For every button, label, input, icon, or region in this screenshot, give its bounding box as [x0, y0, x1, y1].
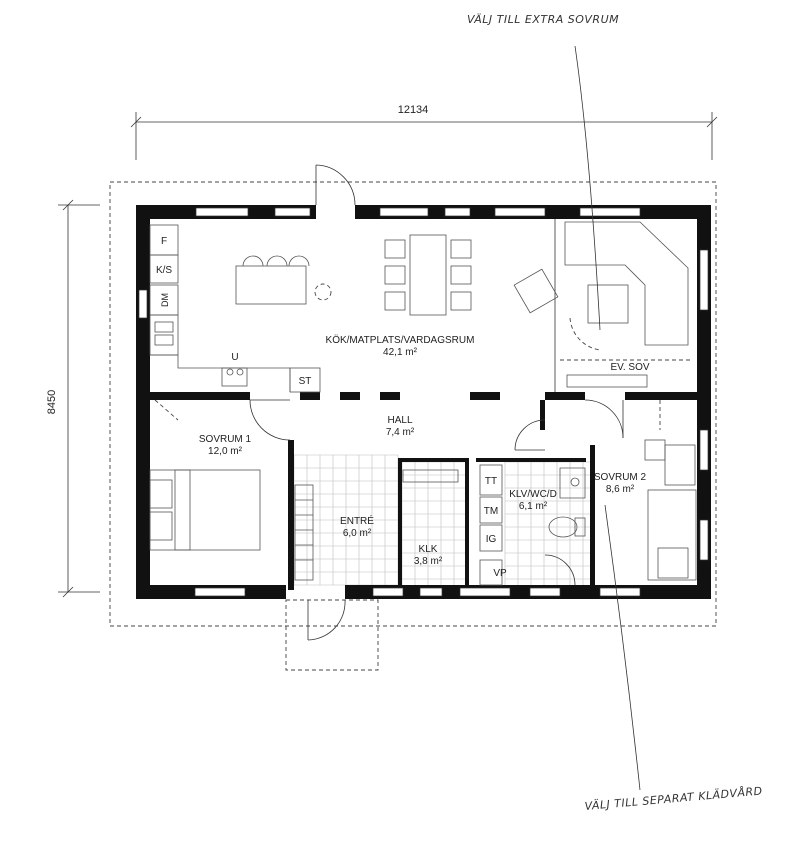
height-label: 8450 — [46, 390, 58, 414]
entrance-floor-grid — [293, 454, 590, 586]
room-bedroom1-area: 12,0 m² — [208, 446, 243, 457]
dimension-width: 12134 — [130, 104, 718, 160]
room-kitchen-living-name: KÖK/MATPLATS/VARDAGSRUM — [326, 334, 475, 346]
room-bedroom2-name: SOVRUM 2 — [594, 472, 647, 483]
room-laundry-bath-name: KLV/WC/D — [509, 489, 557, 500]
bedroom2-furniture — [644, 439, 697, 581]
annotation-separate-closet: VÄLJ TILL SEPARAT KLÄDVÅRD — [584, 784, 763, 813]
kitchen — [149, 224, 332, 393]
fixture-ig: IG — [486, 534, 497, 545]
fixture-dishwasher: DM — [160, 293, 170, 307]
fixture-storage: ST — [299, 376, 312, 387]
dining-table — [384, 234, 472, 316]
bed — [149, 469, 261, 551]
room-kitchen-living-area: 42,1 m² — [383, 347, 418, 358]
annotation-lines — [574, 45, 641, 791]
room-hall-name: HALL — [387, 415, 412, 426]
room-optional-bedroom-name: EV. SOV — [610, 362, 649, 373]
fixture-washer: TM — [484, 506, 498, 517]
room-bedroom1-name: SOVRUM 1 — [199, 434, 252, 445]
entrance-shelf — [294, 469, 459, 581]
sofa — [513, 221, 690, 388]
room-bedroom2-area: 8,6 m² — [606, 484, 635, 495]
room-hall-area: 7,4 m² — [386, 427, 415, 438]
width-label: 12134 — [398, 104, 429, 116]
dimension-height: 8450 — [46, 199, 100, 598]
bathroom-fixtures — [479, 464, 586, 586]
fixture-fridge: F — [161, 236, 167, 247]
room-laundry-bath-area: 6,1 m² — [519, 501, 548, 512]
fixture-stove: U — [231, 352, 238, 363]
outer-boundary — [109, 181, 717, 627]
interior-walls — [150, 392, 697, 590]
fixture-dryer: TT — [485, 476, 497, 487]
room-entrance-name: ENTRÉ — [340, 514, 374, 527]
room-closet-name: KLK — [419, 544, 438, 555]
windows — [138, 207, 709, 597]
fixture-fridge-freezer: K/S — [156, 265, 172, 276]
fixture-water-heater: VP — [493, 568, 507, 579]
annotation-extra-bedroom: VÄLJ TILL EXTRA SOVRUM — [467, 13, 619, 26]
room-entrance-area: 6,0 m² — [343, 528, 372, 539]
doors — [154, 164, 661, 671]
room-closet-area: 3,8 m² — [414, 556, 443, 567]
